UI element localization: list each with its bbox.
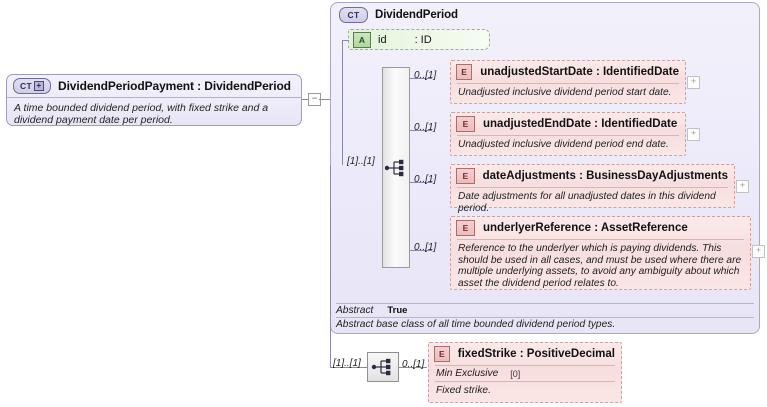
element-badge-icon: E: [456, 116, 475, 132]
element-unadjustedenddate-box[interactable]: E unadjustedEndDate : IdentifiedDate Una…: [450, 112, 686, 156]
connector-toggle-to-main: [319, 99, 330, 100]
element-header: E unadjustedStartDate : IdentifiedDate: [451, 61, 685, 83]
abstract-value: True: [387, 305, 408, 316]
element-separator: [435, 365, 615, 366]
abstract-description: Abstract base class of all time bounded …: [336, 319, 616, 330]
connector-bottom-horizontal: [330, 367, 367, 368]
connector-branch-3: [410, 182, 432, 183]
element-cardinality-label: 0..[1]: [414, 70, 437, 81]
element-description: Unadjusted inclusive dividend period sta…: [458, 87, 672, 98]
connector-branch-2: [410, 130, 432, 131]
sequence-icon: [384, 159, 404, 177]
dividend-period-payment-label: DividendPeriodPayment : DividendPeriod: [58, 79, 291, 93]
element-fixedstrike-box[interactable]: E fixedStrike : PositiveDecimal Min Excl…: [428, 342, 622, 403]
element-cardinality-label: 0..[1]: [414, 174, 437, 185]
element-cardinality-label: 0..[1]: [414, 242, 437, 253]
connector-attr-vertical: [342, 40, 343, 165]
fixedstrike-cardinality-label: 0..[1]: [402, 359, 425, 370]
expand-button[interactable]: +: [687, 128, 700, 141]
element-separator: [457, 83, 679, 84]
element-dateadjustments-box[interactable]: E dateAdjustments : BusinessDayAdjustmen…: [450, 164, 735, 214]
element-separator: [435, 381, 615, 382]
bottom-sequence-cardinality-label: [1]..[1]: [333, 358, 361, 369]
attribute-id-inner: A id : ID: [349, 30, 489, 49]
expand-button[interactable]: +: [752, 245, 765, 258]
facet-name: Min Exclusive: [436, 368, 499, 379]
abstract-row: Abstract True: [336, 303, 754, 318]
element-label: dateAdjustments : BusinessDayAdjustments: [482, 170, 728, 182]
dividend-period-header: CT DividendPeriod: [339, 7, 458, 23]
connector-left-to-toggle: [302, 99, 313, 100]
expand-button[interactable]: +: [687, 76, 700, 89]
dividend-period-payment-type-box[interactable]: CT+ DividendPeriodPayment : DividendPeri…: [6, 74, 302, 126]
abstract-label: Abstract: [336, 305, 374, 316]
dividend-period-payment-title-row: CT+ DividendPeriodPayment : DividendPeri…: [7, 75, 301, 98]
element-header: E underlyerReference : AssetReference: [451, 217, 750, 239]
dividend-period-label: DividendPeriod: [375, 9, 458, 21]
element-header: E dateAdjustments : BusinessDayAdjustmen…: [451, 165, 734, 187]
element-label: unadjustedStartDate : IdentifiedDate: [480, 66, 679, 78]
sequence-icon: [371, 358, 391, 376]
connector-attr-horizontal: [342, 40, 349, 41]
element-unadjustedstartdate-box[interactable]: E unadjustedStartDate : IdentifiedDate U…: [450, 60, 686, 104]
element-badge-icon: E: [434, 346, 450, 362]
attribute-badge-icon: A: [353, 31, 371, 48]
connector-bottom-vertical: [330, 165, 331, 367]
connector-branch-1: [410, 78, 432, 79]
connector-branch-4: [410, 250, 432, 251]
complextype-badge-icon: CT: [339, 7, 368, 23]
connector-to-fixedstrike: [399, 367, 427, 368]
element-header: E unadjustedEndDate : IdentifiedDate: [451, 113, 685, 135]
element-separator: [457, 135, 679, 136]
element-facet-row: Min Exclusive [0]: [429, 366, 621, 381]
attribute-id-box[interactable]: A id : ID: [348, 29, 490, 50]
element-description: Date adjustments for all unadjusted date…: [458, 191, 716, 214]
complextype-badge-icon[interactable]: CT+: [13, 78, 51, 94]
element-badge-icon: E: [456, 168, 475, 184]
element-label: unadjustedEndDate : IdentifiedDate: [483, 118, 678, 130]
complextype-badge-label: CT: [20, 81, 32, 91]
element-cardinality-label: 0..[1]: [414, 122, 437, 133]
element-badge-icon: E: [456, 220, 475, 236]
expand-plus-icon[interactable]: +: [33, 81, 44, 91]
dividend-period-payment-description: A time bounded dividend period, with fix…: [14, 102, 269, 126]
sequence-cardinality-label: [1]..[1]: [347, 156, 375, 167]
element-badge-icon: E: [456, 64, 473, 80]
facet-value: [0]: [510, 368, 521, 379]
element-separator: [457, 239, 744, 240]
attribute-id-name: id: [378, 33, 387, 46]
element-description: Reference to the underlyer which is payi…: [458, 243, 742, 289]
expand-button[interactable]: +: [736, 180, 749, 193]
element-label: fixedStrike : PositiveDecimal: [457, 348, 615, 360]
element-description: Unadjusted inclusive dividend period end…: [458, 139, 669, 150]
element-description: Fixed strike.: [436, 385, 491, 396]
element-label: underlyerReference : AssetReference: [483, 222, 688, 234]
element-separator: [457, 187, 728, 188]
attribute-id-type: : ID: [414, 33, 432, 46]
element-header: E fixedStrike : PositiveDecimal: [429, 343, 621, 365]
element-underlyerreference-box[interactable]: E underlyerReference : AssetReference Re…: [450, 216, 751, 290]
